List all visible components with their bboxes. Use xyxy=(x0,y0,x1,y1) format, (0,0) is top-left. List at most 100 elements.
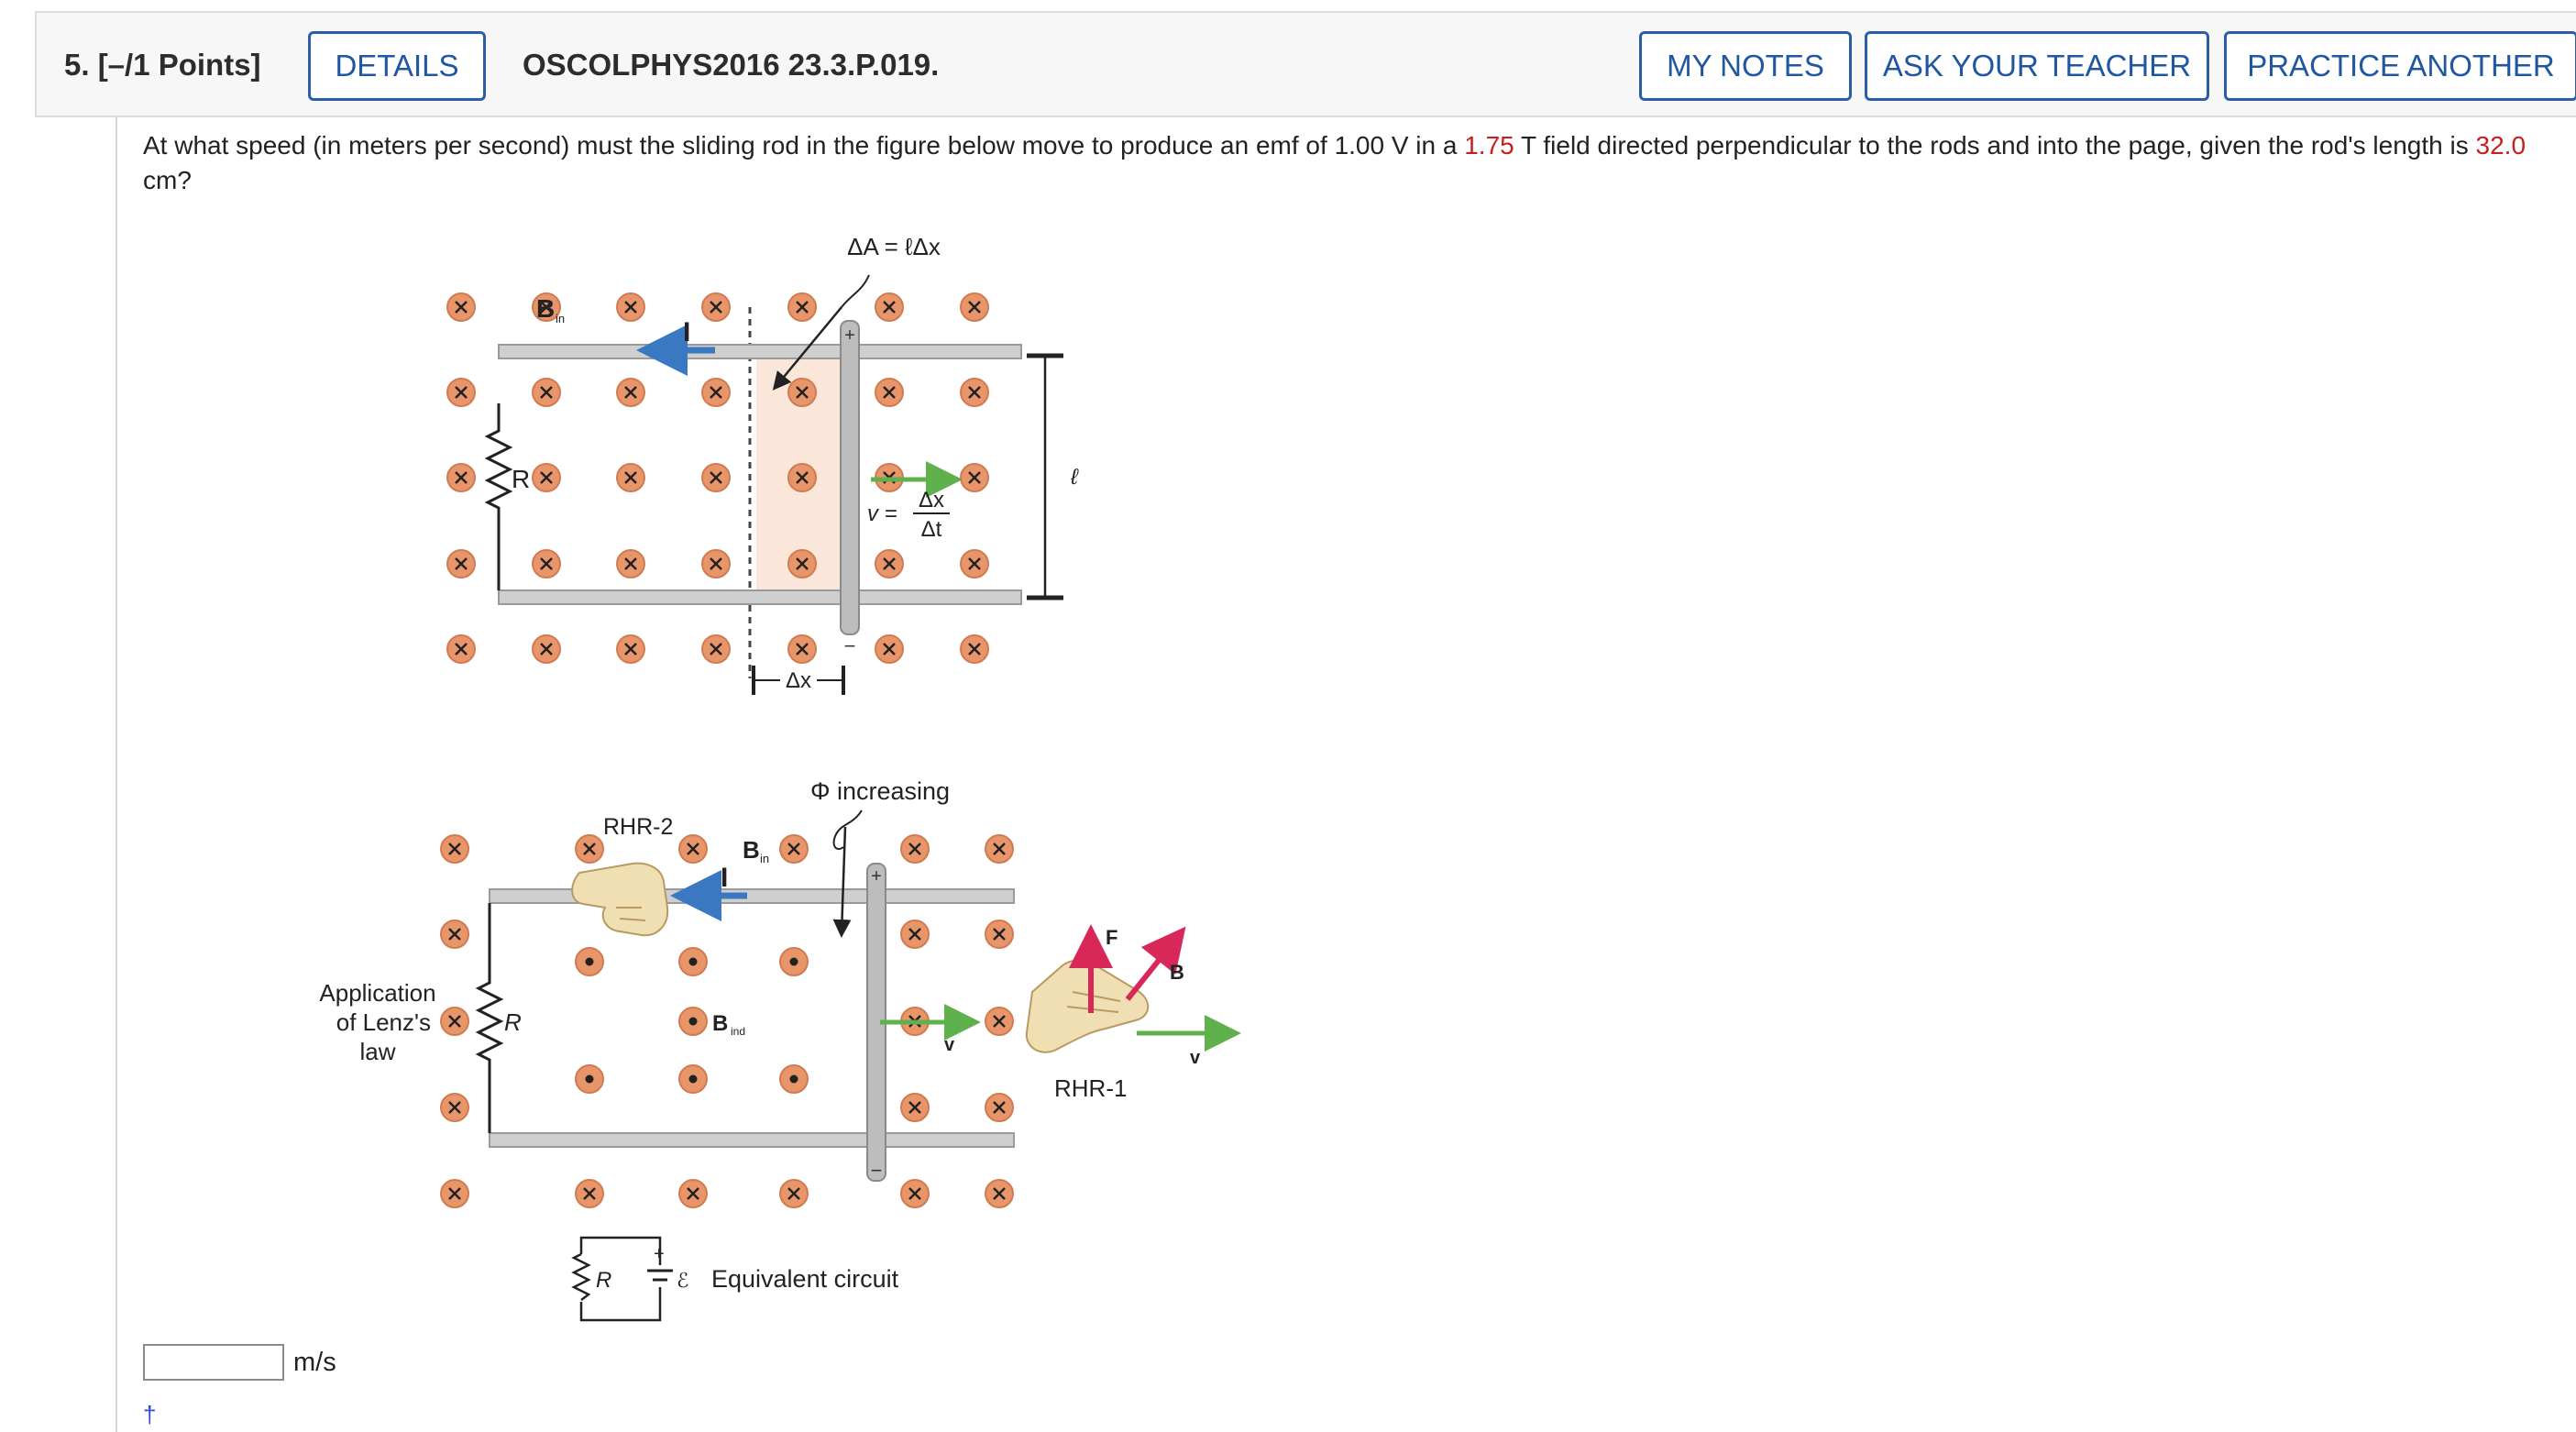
field-x-marker xyxy=(960,463,989,492)
bottom-field-markers xyxy=(440,834,1014,1208)
bottom-r-label: R xyxy=(504,1008,522,1036)
field-x-marker xyxy=(575,834,604,864)
top-rail xyxy=(498,344,1022,359)
field-x-marker xyxy=(787,292,817,322)
b-in-label: B xyxy=(536,294,555,323)
bottom-bottom-rail xyxy=(489,1132,1015,1148)
sliding-rod xyxy=(840,320,860,635)
equiv-r-label: R xyxy=(596,1268,611,1293)
field-x-marker xyxy=(900,1179,930,1208)
field-x-marker xyxy=(779,834,809,864)
rhr1-label: RHR-1 xyxy=(1054,1074,1127,1102)
b-in-sub: in xyxy=(556,312,565,325)
ask-teacher-button[interactable]: ASK YOUR TEACHER xyxy=(1865,31,2209,101)
footnote-dagger[interactable]: † xyxy=(143,1401,157,1428)
field-x-marker xyxy=(701,549,731,578)
practice-another-button[interactable]: PRACTICE ANOTHER xyxy=(2224,31,2576,101)
field-x-marker xyxy=(532,463,561,492)
field-dot-marker xyxy=(575,947,604,976)
field-x-marker xyxy=(446,549,476,578)
field-x-marker xyxy=(985,1179,1014,1208)
b-hand-label: B xyxy=(1170,961,1184,984)
question-header: 5. [–/1 Points] DETAILS OSCOLPHYS2016 23… xyxy=(35,11,2576,117)
v-hand-label: v xyxy=(1190,1048,1201,1068)
my-notes-button[interactable]: MY NOTES xyxy=(1639,31,1852,101)
field-x-marker xyxy=(678,834,708,864)
equiv-circuit-label: Equivalent circuit xyxy=(711,1265,899,1293)
field-x-marker xyxy=(616,634,645,664)
answer-input[interactable] xyxy=(143,1344,284,1381)
ell-label: ℓ xyxy=(1070,465,1079,490)
field-x-marker xyxy=(532,634,561,664)
field-value: 1.75 xyxy=(1464,131,1514,160)
field-x-marker xyxy=(900,920,930,949)
phi-pointer xyxy=(832,826,852,938)
field-x-marker xyxy=(616,549,645,578)
physics-figure: + − R B in I ΔA = ℓΔx v = Δx Δt ℓ Δx + −… xyxy=(293,220,1320,1343)
field-dot-marker xyxy=(575,1064,604,1094)
b-hand-arrow xyxy=(1125,926,1186,1001)
field-x-marker xyxy=(532,549,561,578)
f-label: F xyxy=(1106,926,1117,949)
field-x-marker xyxy=(440,1179,469,1208)
equivalent-circuit xyxy=(571,1236,673,1322)
bottom-v-label: v xyxy=(944,1035,955,1055)
b-ind-label: B xyxy=(712,1011,728,1036)
dx-bottom-bg xyxy=(780,667,817,691)
question-text-part2: T field directed perpendicular to the ro… xyxy=(1514,131,2476,160)
question-text-part3: cm? xyxy=(143,166,192,194)
top-diagram: + − R B in I ΔA = ℓΔx v = Δx Δt ℓ Δx xyxy=(446,233,1079,695)
field-x-marker xyxy=(446,634,476,664)
bottom-b-in-label: B xyxy=(743,836,760,864)
field-x-marker xyxy=(900,834,930,864)
field-x-marker xyxy=(875,549,904,578)
field-x-marker xyxy=(985,834,1014,864)
field-x-marker xyxy=(440,920,469,949)
field-x-marker xyxy=(532,378,561,407)
field-x-marker xyxy=(985,920,1014,949)
field-x-marker xyxy=(960,378,989,407)
field-x-marker xyxy=(440,834,469,864)
field-x-marker xyxy=(787,378,817,407)
field-x-marker xyxy=(440,1007,469,1036)
current-label-bottom: I xyxy=(721,863,728,893)
dt-denominator: Δt xyxy=(921,517,942,542)
phi-increasing-label: Φ increasing xyxy=(810,777,950,805)
bottom-top-rail xyxy=(489,888,1015,904)
field-dot-marker xyxy=(678,1007,708,1036)
current-label-top: I xyxy=(683,317,690,347)
field-x-marker xyxy=(701,292,731,322)
details-button[interactable]: DETAILS xyxy=(308,31,486,101)
rhr2-label: RHR-2 xyxy=(603,814,673,840)
bottom-diagram: + − R B in B ind I RHR-2 Φ increasing v … xyxy=(319,777,1241,1322)
length-value: 32.0 xyxy=(2475,131,2526,160)
field-dot-marker xyxy=(779,947,809,976)
question-text-part1: At what speed (in meters per second) mus… xyxy=(143,131,1465,160)
field-x-marker xyxy=(787,463,817,492)
field-x-marker xyxy=(779,1179,809,1208)
field-x-marker xyxy=(875,292,904,322)
field-x-marker xyxy=(960,634,989,664)
phi-squiggle xyxy=(832,810,863,851)
field-x-marker xyxy=(440,1093,469,1122)
field-x-marker xyxy=(985,1093,1014,1122)
field-x-marker xyxy=(985,1007,1014,1036)
rhr1-hand xyxy=(1025,959,1150,1053)
resistor-r xyxy=(484,403,513,590)
field-x-marker xyxy=(960,292,989,322)
field-x-marker xyxy=(678,1179,708,1208)
rod-minus: − xyxy=(844,634,856,657)
bottom-b-in-sub: in xyxy=(760,852,769,865)
field-dot-marker xyxy=(678,1064,708,1094)
equiv-plus: + xyxy=(654,1244,665,1264)
field-dot-marker xyxy=(678,947,708,976)
field-x-marker xyxy=(575,1179,604,1208)
field-x-marker xyxy=(701,378,731,407)
field-x-marker xyxy=(787,634,817,664)
delta-a-pointer xyxy=(772,306,842,391)
field-x-marker xyxy=(446,378,476,407)
question-text: At what speed (in meters per second) mus… xyxy=(143,128,2545,198)
field-x-marker xyxy=(532,292,561,322)
left-rule xyxy=(116,117,117,1432)
induced-field-markers xyxy=(575,947,809,1094)
